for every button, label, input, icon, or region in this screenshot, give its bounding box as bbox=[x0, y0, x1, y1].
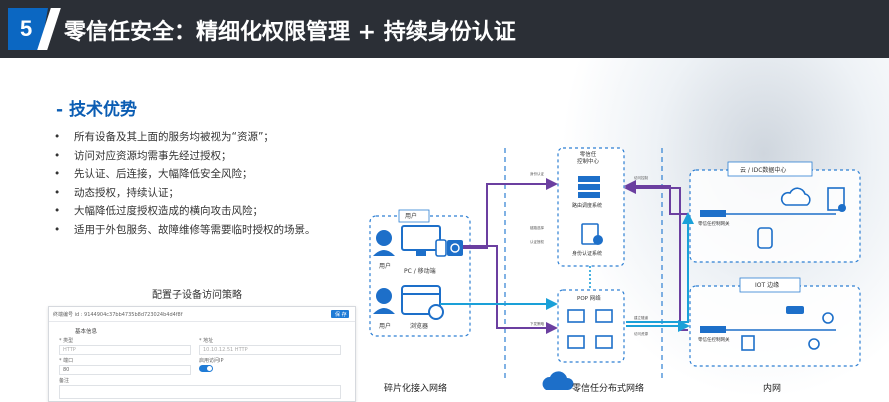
zone-label-intranet: 内网 bbox=[763, 384, 782, 394]
port-label: * 端口 bbox=[59, 358, 74, 364]
protocol-label: * 类型 bbox=[59, 338, 74, 344]
server-rack-icon bbox=[827, 187, 846, 212]
cloud-idc-title: 云 / IDC数据中心 bbox=[740, 167, 787, 174]
enable-ip-toggle[interactable] bbox=[199, 365, 213, 372]
page-title: 零信任安全：精细化权限管理 + 持续身份认证 bbox=[64, 20, 516, 45]
zone-label-fragmented: 碎片化接入网络 bbox=[384, 384, 448, 394]
iot-title-bg bbox=[739, 277, 801, 293]
config-title: 配置子设备访问策略 bbox=[152, 290, 242, 301]
flow-tiny-label: 身份认证 bbox=[530, 172, 544, 176]
remark-label: 备注 bbox=[59, 378, 70, 384]
header-bar: 5 零信任安全：精细化权限管理 + 持续身份认证 bbox=[0, 0, 889, 58]
port-input[interactable]: 80 bbox=[59, 365, 191, 375]
iot-hub-icon bbox=[822, 312, 834, 324]
monitor-icon bbox=[741, 335, 755, 351]
advantage-item: 所有设备及其上面的服务均被视为“资源”； bbox=[54, 128, 316, 147]
address-input[interactable]: 10.10.12.51 HTTP bbox=[199, 345, 341, 355]
pc-mobile-icon bbox=[401, 225, 447, 257]
browser-icon bbox=[401, 285, 444, 320]
scheduler-label: 路由调度系统 bbox=[572, 203, 603, 209]
cloud-icon bbox=[780, 187, 811, 206]
protocol-select[interactable]: HTTP bbox=[59, 345, 191, 355]
browser-label: 浏览器 bbox=[410, 323, 429, 330]
zone-label-zerotrust: 零信任分布式网络 bbox=[572, 384, 645, 394]
gateway-label: 零信任控制网关 bbox=[698, 222, 730, 227]
flow-cloud-to-ztc bbox=[624, 180, 688, 215]
save-button-label: 保 存 bbox=[335, 312, 347, 318]
cloud-idc-title-bg bbox=[727, 161, 813, 177]
advantage-item: 访问对应资源均需事先经过授权； bbox=[54, 147, 316, 166]
users-box-title-bg bbox=[398, 209, 430, 223]
auth-system-label: 身份认证系统 bbox=[572, 251, 603, 257]
gateway-label: 零信任控制网关 bbox=[698, 338, 730, 343]
flow-tiny-label: 访问资源 bbox=[634, 332, 648, 336]
camera-icon bbox=[786, 306, 804, 314]
sensor-icon bbox=[808, 338, 820, 350]
basic-info-heading: 基本信息 bbox=[75, 329, 98, 335]
advantage-item: 动态授权，持续认证； bbox=[54, 184, 316, 203]
cloud-logo-icon bbox=[542, 371, 574, 390]
ztc-box bbox=[557, 147, 625, 267]
gateway-device-icon bbox=[700, 326, 726, 333]
pc-mobile-label: PC / 移动端 bbox=[404, 268, 436, 275]
gateway-device-icon bbox=[700, 210, 726, 217]
auth-system-icon bbox=[581, 223, 603, 245]
policy-form-screenshot: 终端编号 id : 9144904c37bb4735b8d723024b4d4f… bbox=[48, 306, 356, 402]
remark-textarea[interactable] bbox=[59, 385, 341, 399]
advantages-list: 所有设备及其上面的服务均被视为“资源”； 访问对应资源均需事先经过授权； 先认证… bbox=[54, 128, 316, 240]
section-number: 5 bbox=[20, 16, 33, 41]
database-icon bbox=[757, 227, 773, 249]
flow-tiny-label: 认证授权 bbox=[530, 240, 544, 244]
zt-client-icon bbox=[447, 240, 463, 256]
ztc-title: 零信任 控制中心 bbox=[577, 152, 600, 165]
scheduler-server-icon bbox=[578, 176, 600, 198]
flow-tiny-label: 访问控制 bbox=[634, 176, 648, 180]
save-button[interactable]: 保 存 bbox=[331, 310, 349, 318]
iot-title: IOT 边缘 bbox=[755, 282, 780, 289]
flow-iot-to-ztc bbox=[624, 182, 688, 331]
advantages-heading: - 技术优势 bbox=[56, 100, 137, 120]
enable-ip-label: 启用访问IP bbox=[199, 358, 224, 364]
advantage-item: 适用于外包服务、故障维修等需要临时授权的场景。 bbox=[54, 221, 316, 240]
terminal-id-label: 终端编号 id : 9144904c37bb4735b8d723024b4d4f… bbox=[53, 312, 183, 318]
flow-pop-to-cloud bbox=[626, 212, 694, 323]
flow-tiny-label: 链路选择 bbox=[530, 226, 544, 230]
advantage-item: 先认证、后连接，大幅降低安全风险； bbox=[54, 165, 316, 184]
user-icon bbox=[373, 230, 395, 256]
pop-server-icon bbox=[567, 309, 613, 349]
pop-label: POP 网络 bbox=[577, 296, 601, 302]
users-box-title: 用户 bbox=[405, 213, 418, 220]
flow-user-to-pop bbox=[463, 245, 558, 334]
flow-tiny-label: 下发策略 bbox=[530, 322, 544, 326]
user-icon bbox=[373, 288, 395, 314]
advantage-item: 大幅降低过度授权造成的横向攻击风险； bbox=[54, 202, 316, 221]
flow-tiny-label: 建立隧道 bbox=[634, 316, 648, 320]
user-label: 用户 bbox=[379, 263, 392, 270]
form-top-bar: 终端编号 id : 9144904c37bb4735b8d723024b4d4f… bbox=[49, 307, 355, 322]
pop-box bbox=[557, 289, 625, 363]
user-label: 用户 bbox=[379, 323, 392, 330]
flow-user-to-ztc bbox=[463, 178, 558, 249]
address-label: * 地址 bbox=[199, 338, 214, 344]
